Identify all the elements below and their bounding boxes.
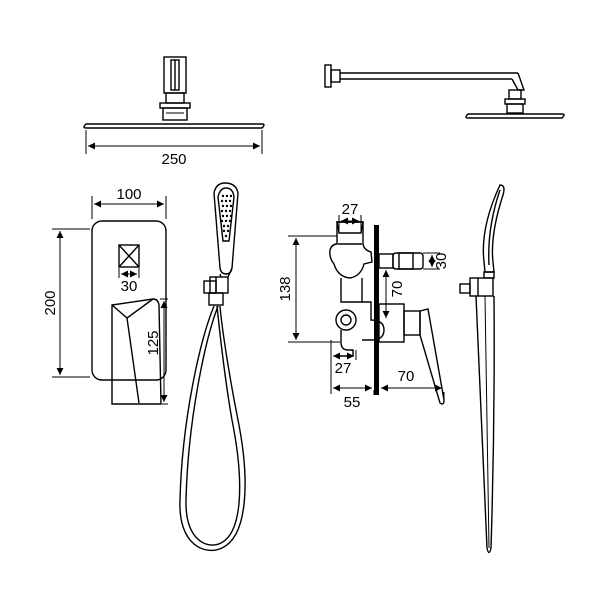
body-height-label: 138	[277, 276, 294, 301]
outlet-height-dimension: 30	[423, 252, 450, 270]
shower-arm-side-view	[324, 64, 565, 119]
plate-height-dimension: 200	[42, 228, 90, 378]
body-top-label: 27	[342, 201, 359, 218]
body-height-dimension: 138	[277, 235, 340, 343]
head-width-label: 250	[161, 151, 186, 168]
lever-height-dimension: 125	[145, 298, 168, 405]
lever-projection-label: 70	[398, 368, 415, 385]
plate-width-dimension: 100	[91, 186, 167, 219]
hand-shower-side-view	[459, 184, 505, 554]
head-width-dimension: 250	[85, 130, 263, 168]
body-top-dimension: 27	[338, 201, 362, 233]
shower-head-front-view	[83, 56, 265, 129]
knob-width-dimension: 30	[118, 268, 140, 295]
mixer-plate-front-view	[91, 220, 167, 405]
body-bottom-label: 27	[335, 360, 352, 377]
outlet-offset-dimension: 70	[382, 270, 406, 318]
body-bottom-dimension: 27	[330, 340, 357, 377]
depth-dimension: 55	[330, 360, 375, 411]
spray-nozzles	[220, 194, 233, 238]
outlet-height-label: 30	[433, 253, 450, 270]
depth-label: 55	[344, 394, 361, 411]
knob-width-label: 30	[121, 278, 138, 295]
hand-shower	[179, 182, 246, 552]
plate-width-label: 100	[116, 186, 141, 203]
outlet-offset-label: 70	[389, 281, 406, 298]
lever-height-label: 125	[145, 330, 162, 355]
plate-height-label: 200	[42, 290, 59, 315]
lever-projection-dimension: 70	[381, 368, 445, 403]
